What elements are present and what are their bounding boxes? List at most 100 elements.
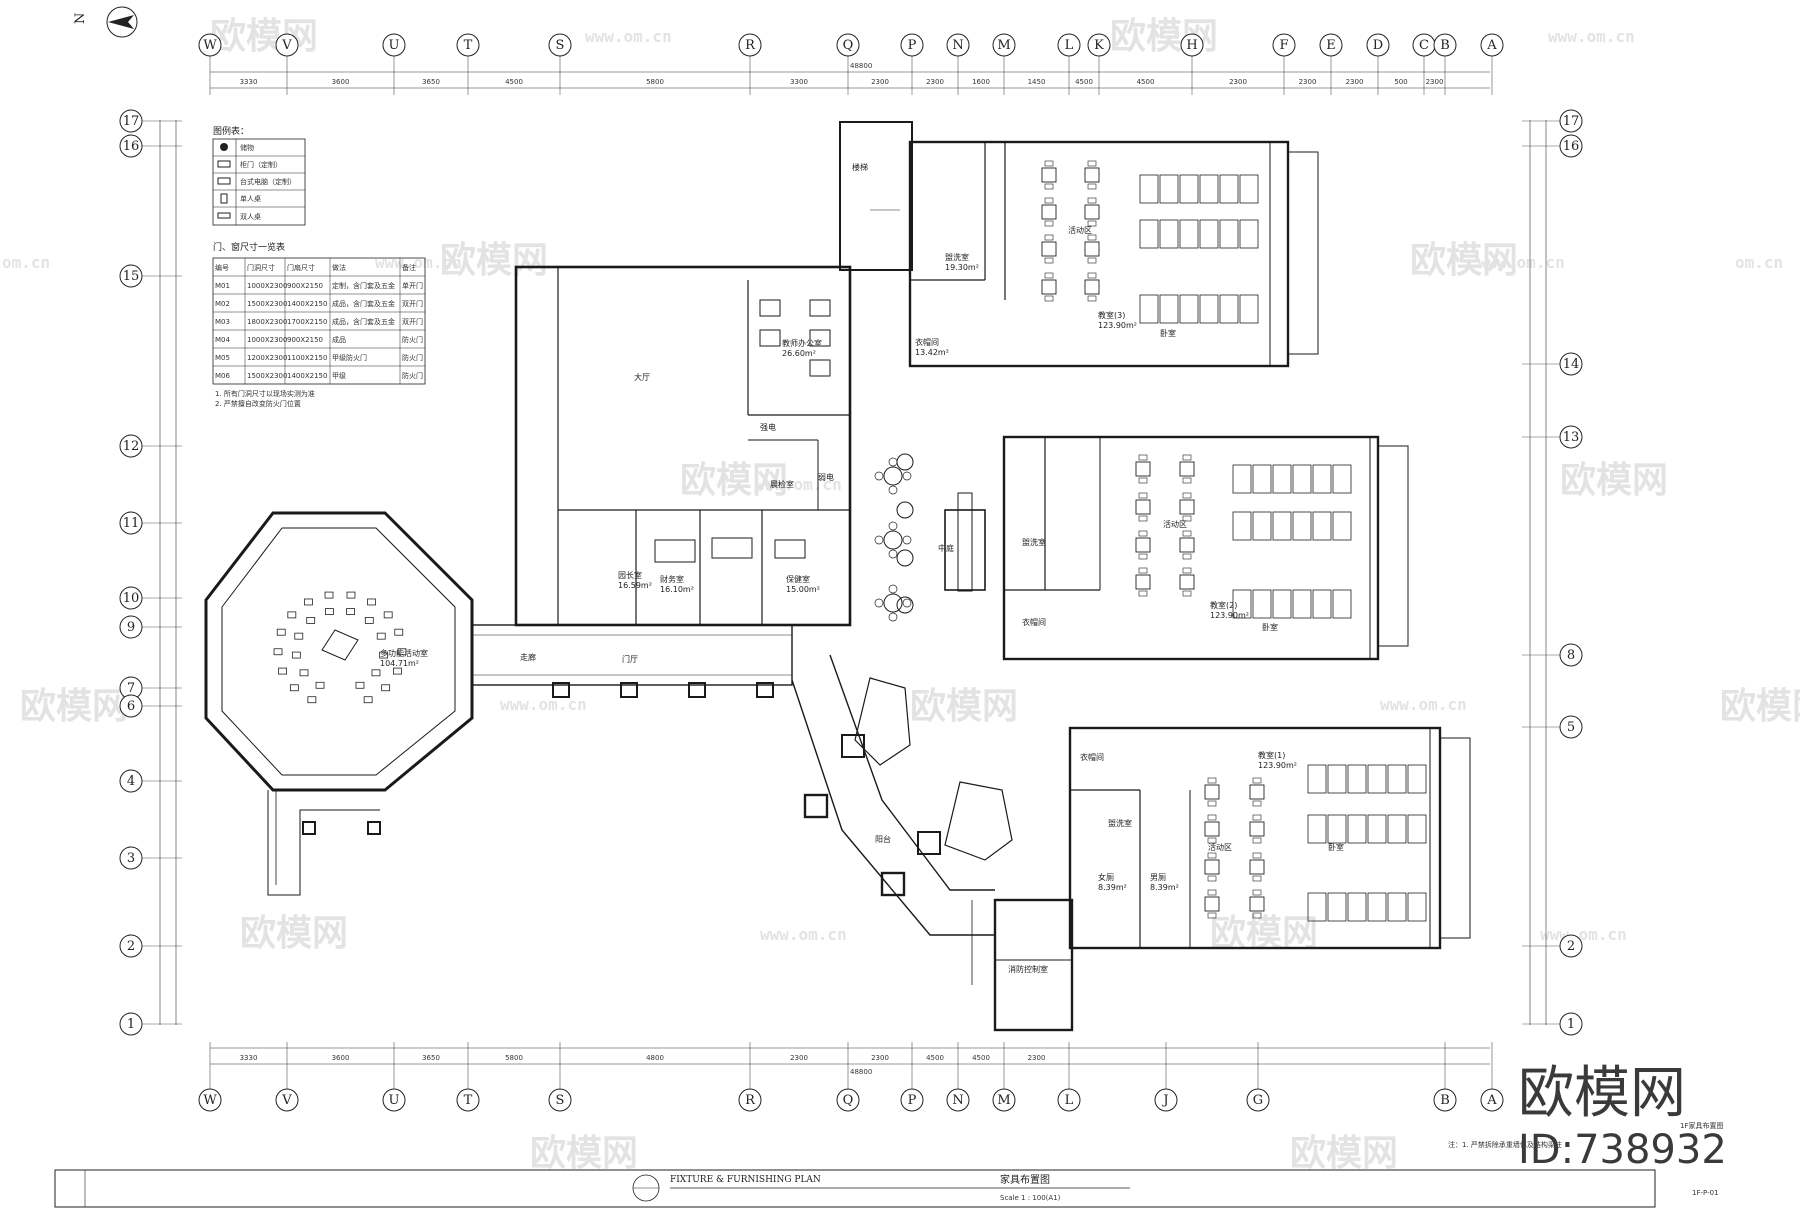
axis-bottom-label-bubble [836, 1088, 860, 1112]
door-table-cell: 1500X2300 [247, 372, 287, 380]
dimension-bottom: 2300 [790, 1054, 808, 1062]
chair [1087, 257, 1097, 264]
bed [1139, 294, 1159, 324]
door-table-cell: M05 [215, 354, 230, 362]
axis-bottom-label-bubble [992, 1088, 1016, 1112]
room-name-lobby: 门厅 [622, 654, 638, 664]
door-table-cell: 防火门 [402, 353, 423, 362]
hall-seat [324, 591, 334, 599]
bed [1407, 764, 1427, 794]
room-name-inspection: 晨检室 [770, 479, 794, 489]
axis-top-label-bubble [738, 33, 762, 57]
activity-table [1041, 279, 1057, 295]
activity-table [1249, 859, 1265, 875]
door-table-cell: 1700X2150 [287, 318, 327, 326]
chair [1252, 912, 1262, 919]
bed [1332, 511, 1352, 541]
door-table-title: 门、窗尺寸一览表 [213, 241, 285, 253]
axis-top-label-bubble [1433, 33, 1457, 57]
round-table [883, 530, 903, 550]
axis-right-label: 13 [1563, 430, 1580, 445]
room-name-mens-restroom: 男厕 [1150, 873, 1166, 882]
door-table-cell: M03 [215, 318, 230, 326]
axis-top-label-bubble [548, 33, 572, 57]
axis-right-label-bubble [1559, 425, 1583, 449]
axis-bottom-label-bubble [198, 1088, 222, 1112]
stool [888, 549, 898, 559]
watermark-text: 欧模网 [440, 240, 548, 281]
activity-table [1204, 821, 1220, 837]
dimension-top: 2300 [871, 78, 889, 86]
stool [888, 584, 898, 594]
atrium-tables [874, 457, 912, 622]
axis-top-label-bubble [836, 33, 860, 57]
axis-left-label: 11 [123, 516, 140, 531]
door-table-cell: 1000X2300 [247, 336, 287, 344]
hall-seat [393, 667, 402, 675]
dimension-top: 2300 [1229, 78, 1247, 86]
chair [1087, 220, 1097, 227]
activity-table [1084, 167, 1100, 183]
axis-top-label: B [1440, 38, 1450, 53]
room-name-multipurpose: 多功能活动室 [380, 648, 428, 658]
axis-left-label: 6 [127, 699, 135, 714]
chair [1138, 590, 1148, 597]
door-table-cell: 1200X2300 [247, 354, 287, 362]
axis-left-label: 4 [127, 774, 135, 789]
drawing-title-en: FIXTURE & FURNISHING PLAN [670, 1175, 821, 1185]
bed [1307, 892, 1327, 922]
room-area-multipurpose: 104.71m² [380, 659, 419, 668]
axis-top-label-bubble [1272, 33, 1296, 57]
activity-table [1135, 574, 1151, 590]
chair [1207, 889, 1217, 896]
chair [1044, 234, 1054, 241]
watermark-text: 欧模网 [680, 460, 788, 501]
hall-seat [371, 669, 381, 677]
axis-left-label-bubble [119, 694, 143, 718]
bed [1367, 814, 1387, 844]
activity-table [1249, 896, 1265, 912]
door-table-cell: 1000X2300 [247, 282, 287, 290]
activity-table [1084, 241, 1100, 257]
bed [1407, 892, 1427, 922]
chair [1207, 852, 1217, 859]
total-dimension-bottom: 48800 [850, 1068, 872, 1076]
chair [1044, 160, 1054, 167]
axis-left-label-bubble [119, 264, 143, 288]
axis-top-label-bubble [456, 33, 480, 57]
activity-table [1041, 204, 1057, 220]
axis-top-label: C [1419, 38, 1429, 53]
bed [1347, 892, 1367, 922]
hall-seat [307, 696, 317, 704]
axis-bottom-label: R [745, 1093, 756, 1108]
bed [1159, 294, 1179, 324]
axis-top-label: L [1065, 38, 1074, 53]
sheet-number: 1F-P-01 [1692, 1189, 1719, 1197]
chair [1207, 814, 1217, 821]
axis-bottom-label: A [1486, 1093, 1497, 1108]
axis-top-label-bubble [1180, 33, 1204, 57]
axis-bottom-label-bubble [1057, 1088, 1081, 1112]
axis-top-label: Q [843, 38, 854, 53]
hall-seat [394, 628, 404, 636]
chair [1044, 295, 1054, 302]
bed [1307, 764, 1327, 794]
room-name-hall: 大厅 [634, 372, 650, 382]
hall-seat [304, 598, 313, 606]
axis-right-label: 5 [1567, 720, 1575, 735]
door-table-cell: 防火门 [402, 371, 423, 380]
hall-seat [376, 632, 386, 640]
chair [1182, 492, 1192, 499]
door-table-cell: 1400X2150 [287, 300, 327, 308]
dimension-top: 500 [1394, 78, 1407, 86]
room-name-washroom-3: 盥洗室 [945, 252, 969, 262]
hall-seat [278, 667, 287, 675]
axis-right-label: 14 [1563, 357, 1580, 372]
activity-table [1179, 461, 1195, 477]
axis-right-label-bubble [1559, 134, 1583, 158]
bed [1312, 589, 1332, 619]
activity-table [1084, 204, 1100, 220]
